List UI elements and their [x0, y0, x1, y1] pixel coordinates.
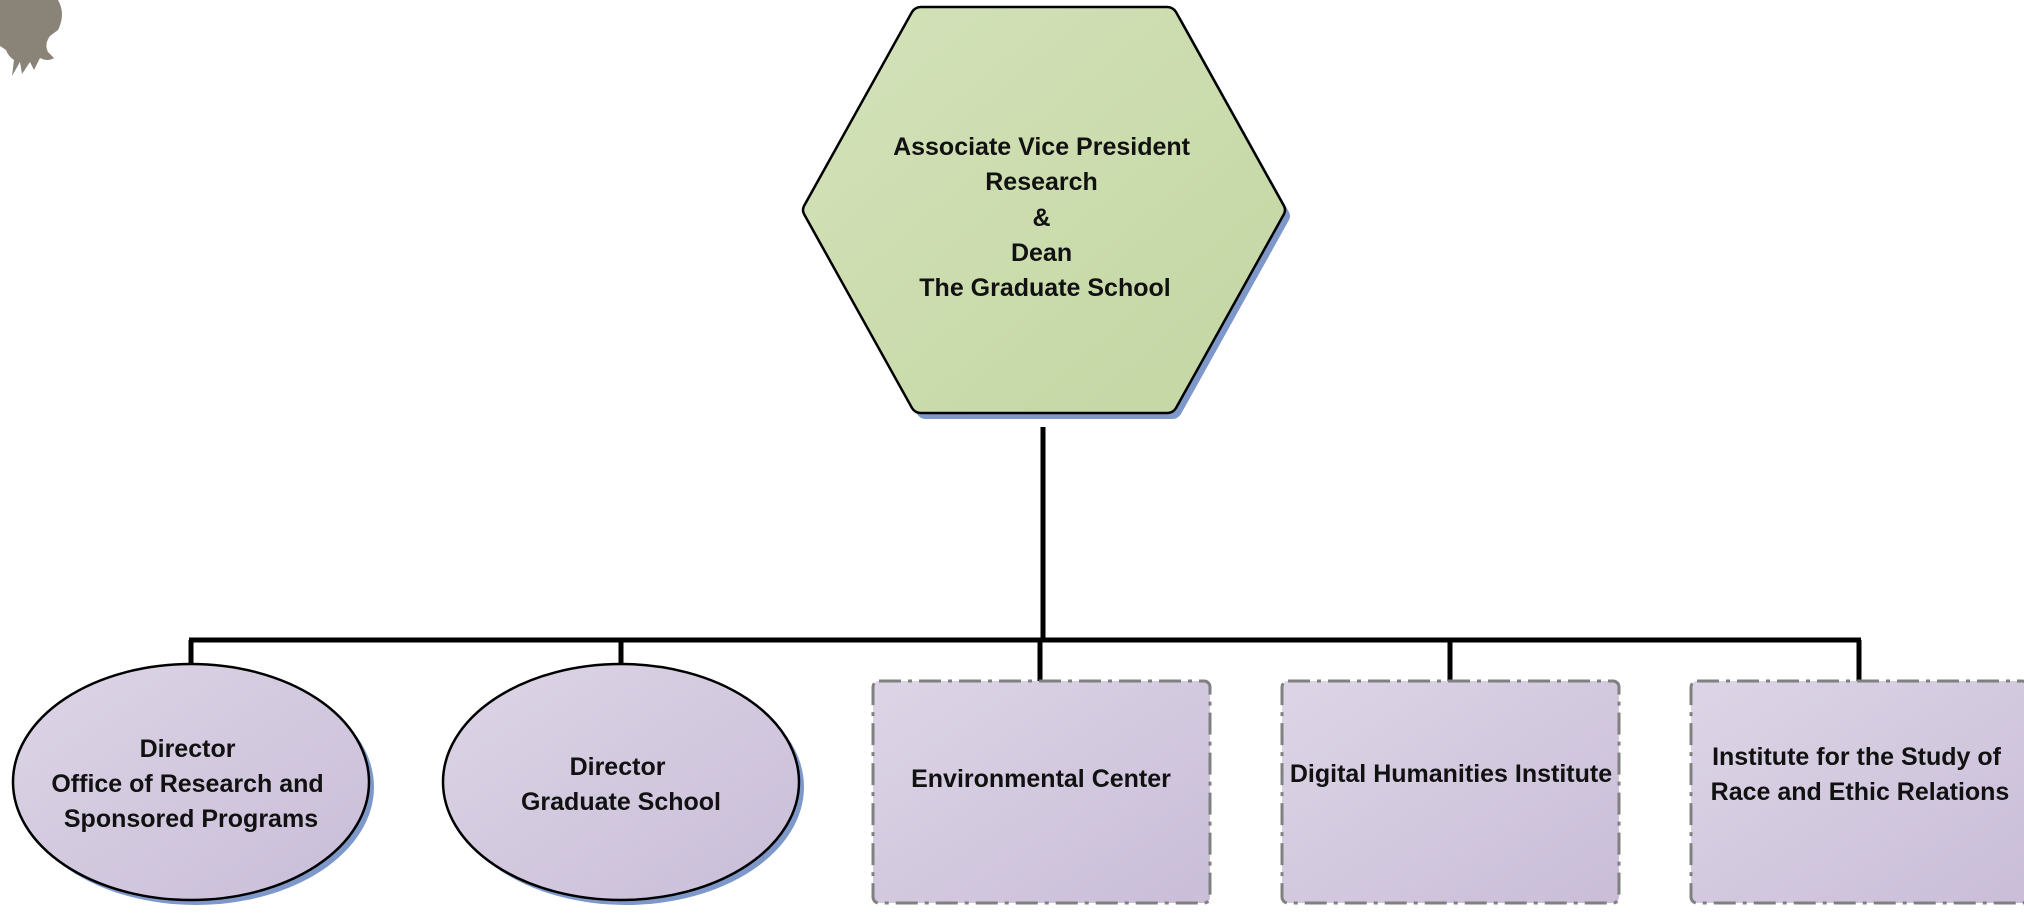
node-isrer-line-2: Race and Ethic Relations: [1711, 778, 2010, 806]
node-dhi-label: Digital Humanities Institute: [1290, 760, 1612, 788]
node-orsp-label: Director Office of Research and Sponsore…: [51, 735, 330, 833]
node-avp-hexagon: [801, 5, 1287, 415]
node-dhi: Digital Humanities Institute: [1280, 679, 1621, 905]
node-orsp-line-1: Director: [140, 735, 236, 763]
node-grad-line-1: Director: [570, 753, 666, 781]
node-isrer: Institute for the Study of Race and Ethi…: [1689, 679, 2024, 905]
node-isrer-line-1: Institute for the Study of: [1712, 743, 2002, 771]
node-isrer-label: Institute for the Study of Race and Ethi…: [1711, 743, 2010, 806]
node-grad-label: Director Graduate School: [521, 753, 721, 816]
connectors: [188, 427, 1862, 681]
node-grad-line-2: Graduate School: [521, 788, 721, 816]
node-env-line-1: Environmental Center: [911, 765, 1171, 793]
node-orsp: Director Office of Research and Sponsore…: [11, 662, 374, 905]
node-avp-line-1: Associate Vice President: [893, 133, 1191, 161]
node-env: Environmental Center: [871, 679, 1212, 905]
node-orsp-ellipse: [11, 662, 371, 902]
node-avp: Associate Vice President Research & Dean…: [801, 5, 1290, 419]
node-grad: Director Graduate School: [441, 662, 804, 905]
node-avp-label: Associate Vice President Research & Dean…: [893, 133, 1197, 302]
node-avp-line-4: Dean: [1011, 239, 1072, 267]
node-env-box: [871, 679, 1212, 905]
node-orsp-line-2: Office of Research and: [51, 770, 323, 798]
node-orsp-line-3: Sponsored Programs: [64, 805, 318, 833]
node-avp-line-3: &: [1032, 204, 1050, 232]
node-env-label: Environmental Center: [911, 765, 1171, 793]
node-dhi-line-1: Digital Humanities Institute: [1290, 760, 1612, 788]
node-dhi-box: [1280, 679, 1621, 905]
node-grad-ellipse: [441, 662, 801, 902]
node-avp-line-5: The Graduate School: [919, 274, 1170, 302]
node-isrer-box: [1689, 679, 2024, 905]
node-avp-line-2: Research: [985, 168, 1098, 196]
eagle-talon-logo-icon: [0, 0, 62, 76]
